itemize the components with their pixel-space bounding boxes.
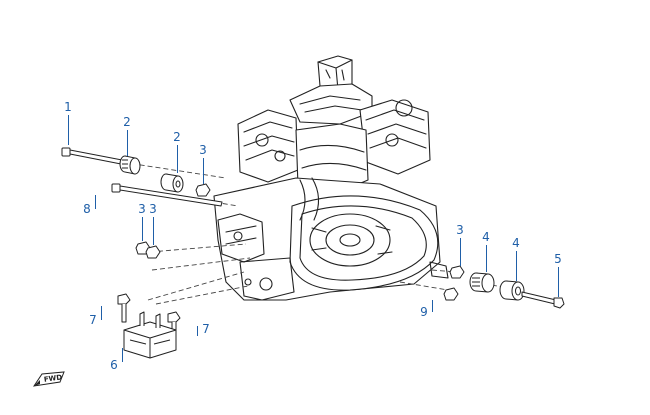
callout-leader-1 xyxy=(68,115,69,145)
bolt-7a xyxy=(117,293,131,323)
callout-leader-3d xyxy=(460,238,461,266)
callout-leader-8 xyxy=(95,195,96,209)
engine-mount-6 xyxy=(123,311,177,359)
callout-leader-7a xyxy=(101,306,102,320)
nut-9 xyxy=(443,287,459,301)
callout-2b[interactable]: 2 xyxy=(173,130,181,144)
callout-7a[interactable]: 7 xyxy=(89,313,97,327)
callout-leader-3a xyxy=(203,158,204,184)
callout-1[interactable]: 1 xyxy=(64,100,72,114)
callout-9[interactable]: 9 xyxy=(420,305,428,319)
nut-3c xyxy=(145,245,161,259)
callout-3c[interactable]: 3 xyxy=(149,202,157,216)
callout-3b[interactable]: 3 xyxy=(138,202,146,216)
callout-leader-4a xyxy=(486,245,487,272)
callout-leader-2a xyxy=(127,130,128,156)
callout-leader-4b xyxy=(516,251,517,281)
nut-3d xyxy=(449,265,465,279)
bushing-4b xyxy=(499,280,525,301)
callout-leader-7b xyxy=(197,326,198,336)
callout-leader-3b xyxy=(142,217,143,241)
callout-3d[interactable]: 3 xyxy=(456,223,464,237)
callout-leader-6 xyxy=(122,348,123,362)
bushing-2a xyxy=(119,155,141,175)
parts xyxy=(61,147,565,359)
callout-4b[interactable]: 4 xyxy=(512,236,520,250)
bushing-4a xyxy=(469,272,495,293)
bushing-2b xyxy=(160,173,184,193)
callout-leader-5 xyxy=(558,267,559,297)
bolt-1 xyxy=(61,147,123,165)
callout-6[interactable]: 6 xyxy=(110,358,118,372)
callout-7b[interactable]: 7 xyxy=(202,322,210,336)
engine-assembly xyxy=(213,55,449,301)
callout-leader-9 xyxy=(432,300,433,312)
nut-3a xyxy=(195,183,211,197)
callout-leader-3c xyxy=(153,217,154,245)
callout-leader-2b xyxy=(177,145,178,173)
callout-4a[interactable]: 4 xyxy=(482,230,490,244)
callout-3a[interactable]: 3 xyxy=(199,143,207,157)
forward-marker-label: FWD xyxy=(43,373,62,383)
callout-5[interactable]: 5 xyxy=(554,252,562,266)
callout-8[interactable]: 8 xyxy=(83,202,91,216)
bolt-5 xyxy=(521,291,565,309)
callout-2a[interactable]: 2 xyxy=(123,115,131,129)
forward-arrow-icon: FWD xyxy=(32,371,65,387)
bolt-8 xyxy=(111,183,223,207)
